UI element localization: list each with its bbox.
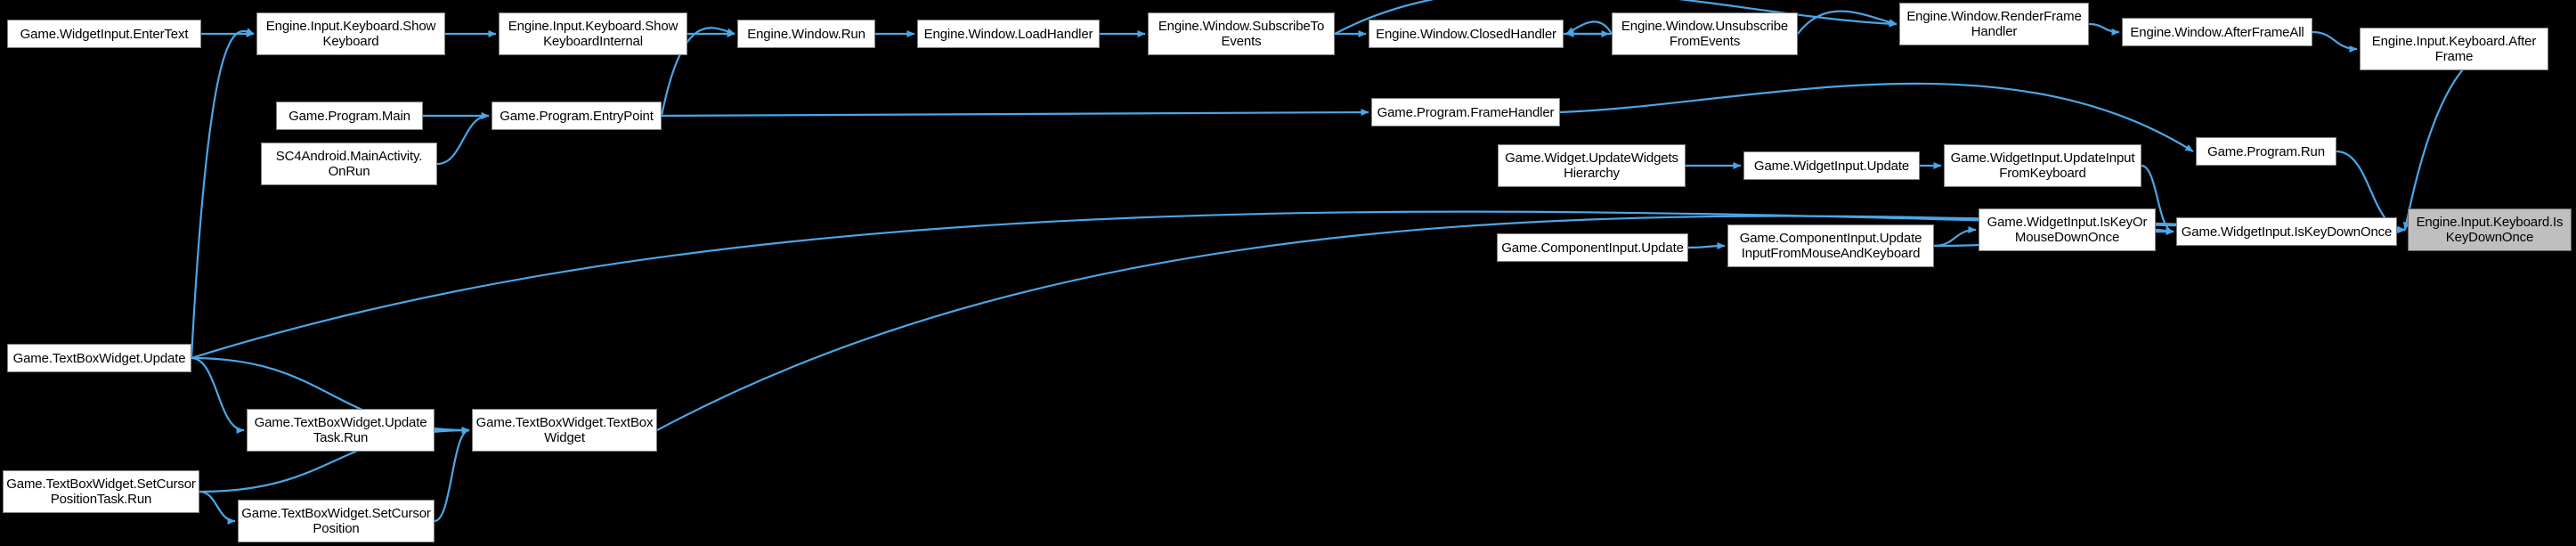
graph-node[interactable]: Game.Widget.UpdateWidgets Hierarchy (1498, 144, 1686, 187)
graph-node[interactable]: Game.WidgetInput.IsKeyOr MouseDownOnce (1979, 208, 2156, 251)
graph-node[interactable]: Engine.Input.Keyboard.Is KeyDownOnce (2408, 208, 2572, 251)
graph-node[interactable]: Engine.Window.LoadHandler (917, 20, 1100, 48)
graph-node[interactable]: Engine.Window.AfterFrameAll (2122, 18, 2312, 46)
graph-node[interactable]: Engine.Window.Unsubscribe FromEvents (1612, 12, 1798, 55)
graph-edge (2402, 43, 2549, 231)
graph-edge (434, 427, 470, 523)
graph-edge (1559, 82, 2194, 152)
graph-node[interactable]: Engine.Input.Keyboard.After Frame (2360, 28, 2548, 70)
graph-edge (190, 28, 255, 359)
graph-edge (1565, 20, 1613, 35)
graph-edge (2312, 30, 2358, 53)
graph-node[interactable]: Engine.Window.SubscribeTo Events (1148, 12, 1335, 55)
graph-node[interactable]: Game.ComponentInput.Update (1497, 233, 1688, 262)
graph-edge (436, 112, 490, 166)
graph-edge (199, 490, 236, 525)
graph-edge (1797, 10, 1897, 35)
graph-edge (2088, 22, 2120, 36)
graph-node[interactable]: Game.TextBoxWidget.Update Task.Run (247, 409, 435, 452)
graph-node[interactable]: Game.WidgetInput.EnterText (7, 20, 201, 48)
graph-node[interactable]: Game.WidgetInput.IsKeyDownOnce (2176, 217, 2397, 246)
graph-node[interactable]: SC4Android.MainActivity. OnRun (261, 143, 437, 185)
graph-node[interactable]: Engine.Window.RenderFrame Handler (1899, 3, 2089, 45)
graph-edge (191, 356, 245, 434)
graph-node[interactable]: Game.Program.Main (276, 102, 423, 130)
graph-node[interactable]: Game.TextBoxWidget.Update (7, 344, 191, 372)
graph-edge (2396, 226, 2406, 234)
graph-node[interactable]: Game.TextBoxWidget.TextBox Widget (472, 409, 657, 452)
graph-edge (1687, 242, 1726, 250)
graph-node[interactable]: Engine.Input.Keyboard.Show Keyboard (256, 12, 445, 55)
graph-node[interactable]: Game.Program.EntryPoint (492, 102, 662, 130)
graph-node[interactable]: Game.WidgetInput.Update (1743, 151, 1920, 180)
graph-node[interactable]: Engine.Input.Keyboard.Show KeyboardInter… (499, 12, 687, 55)
graph-node[interactable]: Game.ComponentInput.Update InputFromMous… (1727, 224, 1934, 267)
graph-edge (2155, 227, 2174, 235)
graph-node[interactable]: Game.TextBoxWidget.SetCursor Position (238, 500, 435, 542)
graph-node[interactable]: Game.Program.Run (2196, 137, 2336, 166)
graph-node[interactable]: Game.TextBoxWidget.SetCursor PositionTas… (3, 470, 199, 513)
graph-edge (1933, 226, 1977, 248)
graph-node[interactable]: Game.Program.FrameHandler (1371, 98, 1560, 126)
graph-node[interactable]: Game.WidgetInput.UpdateInput FromKeyboar… (1944, 144, 2141, 187)
graph-edge (661, 109, 1369, 118)
graph-node[interactable]: Engine.Window.Run (737, 20, 875, 48)
graph-node[interactable]: Engine.Window.ClosedHandler (1369, 20, 1564, 48)
